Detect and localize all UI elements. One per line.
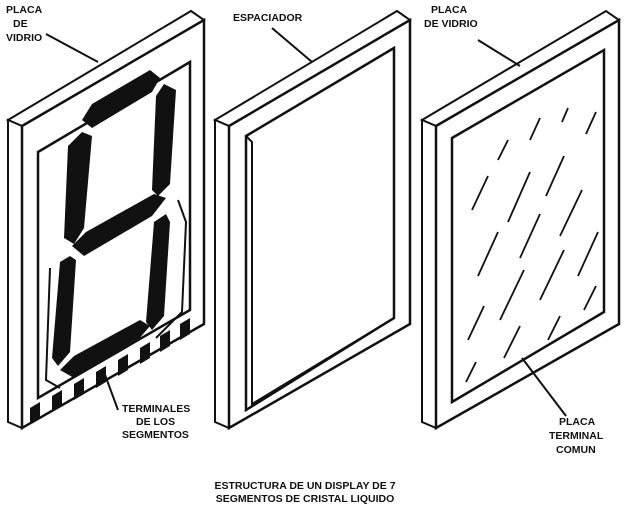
spacer-inner-bevel <box>245 135 395 406</box>
leader-common-terminal <box>521 357 567 417</box>
segment-e <box>52 256 76 366</box>
glass-plate-common-panel <box>419 9 621 431</box>
segment-f <box>64 132 92 244</box>
segment-c <box>146 214 170 330</box>
segment-trace-right <box>155 199 188 339</box>
seven-segment-digit <box>52 70 176 378</box>
label-common-terminal-line-1: PLACA <box>559 416 596 428</box>
label-segment-terminals: TERMINALES DE LOS SEGMENTOS <box>122 403 190 441</box>
label-glass-plate-right: PLACA DE VIDRIO <box>424 4 478 30</box>
label-segment-terminals-line-3: SEGMENTOS <box>122 429 189 441</box>
leader-glass-plate-left <box>45 33 99 63</box>
label-glass-plate-left-line-3: VIDRIO <box>6 32 42 44</box>
label-common-terminal-line-3: COMUN <box>556 444 596 456</box>
label-glass-plate-right-line-2: DE VIDRIO <box>424 18 478 30</box>
segment-d <box>60 320 150 378</box>
label-segment-terminals-line-2: DE LOS <box>136 416 175 428</box>
label-spacer: ESPACIADOR <box>233 12 303 24</box>
label-glass-plate-left-line-1: PLACA <box>6 4 43 16</box>
leader-segment-terminals <box>103 371 119 411</box>
glass-reflection-marks <box>465 107 599 383</box>
spacer-frame-panel <box>212 9 412 431</box>
figure-caption: ESTRUCTURA DE UN DISPLAY DE 7 SEGMENTOS … <box>214 480 395 505</box>
segment-a <box>82 70 160 128</box>
glass-plate-segments-panel <box>5 9 206 431</box>
leader-glass-plate-right <box>477 39 521 67</box>
label-common-terminal-line-2: TERMINAL <box>549 430 604 442</box>
segment-terminal-pads <box>30 318 190 424</box>
segment-trace-left <box>44 267 61 389</box>
segment-g <box>72 194 166 256</box>
caption-line-1: ESTRUCTURA DE UN DISPLAY DE 7 <box>214 480 395 492</box>
segment-b <box>152 84 176 196</box>
common-electrode-area <box>450 47 606 405</box>
leader-spacer <box>271 27 313 63</box>
leader-lines <box>45 27 567 417</box>
label-glass-plate-left: PLACA DE VIDRIO <box>6 4 43 44</box>
label-glass-plate-right-line-1: PLACA <box>431 4 468 16</box>
label-common-terminal-plate: PLACA TERMINAL COMUN <box>549 416 604 456</box>
label-glass-plate-left-line-2: DE <box>13 18 28 30</box>
caption-line-2: SEGMENTOS DE CRISTAL LIQUIDO <box>216 493 395 505</box>
label-segment-terminals-line-1: TERMINALES <box>122 403 190 415</box>
